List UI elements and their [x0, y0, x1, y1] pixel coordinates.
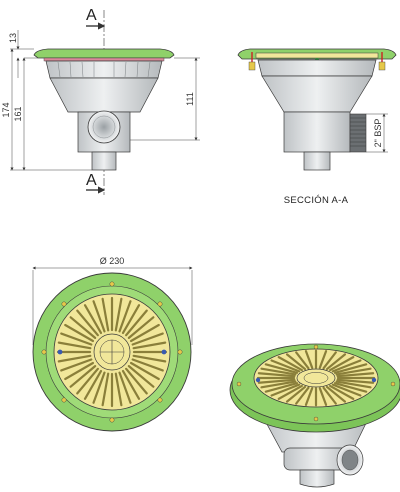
outlet-pipe-opening	[87, 110, 121, 144]
funnel-body	[49, 77, 159, 113]
grate-slot	[92, 300, 106, 333]
grate-slot	[336, 378, 375, 384]
grate-slot	[322, 351, 337, 370]
iso-grate-slots	[256, 349, 376, 407]
grate-slot	[331, 359, 362, 373]
ribbed-collar	[45, 60, 163, 79]
grate-slot	[101, 372, 110, 407]
grate-slot	[257, 378, 296, 384]
dim-total-height: 174	[1, 102, 11, 117]
grate-slot	[76, 309, 99, 337]
section-grate	[255, 52, 379, 59]
grate-slot	[83, 304, 103, 335]
section-body	[283, 111, 351, 153]
dim-diameter: Ø 230	[100, 256, 125, 266]
dim-flange-height: 13	[8, 33, 18, 43]
grate-slot	[64, 323, 95, 343]
grate-slot	[125, 367, 148, 395]
dim-thread-size: 2" BSP	[373, 119, 383, 148]
grate-slot	[127, 365, 155, 388]
grate-slot	[322, 386, 337, 405]
grate-slot	[325, 353, 347, 371]
grate-slot	[132, 354, 167, 363]
grate-slot	[335, 367, 372, 376]
grate-slot	[69, 365, 97, 388]
plan-view: Ø 230	[32, 256, 193, 432]
isometric-view	[229, 343, 400, 488]
grate-slot	[257, 372, 296, 378]
grate-slot	[270, 359, 301, 373]
grate-slot	[329, 384, 355, 400]
grate-slot	[277, 356, 303, 372]
grate-slot	[329, 356, 355, 372]
grate-slot	[331, 383, 362, 397]
grate-slot	[118, 300, 132, 333]
grate-slot	[131, 332, 164, 346]
grate-slot	[101, 297, 110, 332]
grate-slot	[121, 304, 141, 335]
grate-slot	[83, 369, 103, 400]
threaded-outlet	[349, 113, 367, 153]
grate-slot	[285, 385, 307, 403]
section-caption: SECCIÓN A-A	[284, 195, 349, 206]
grate-slot	[125, 309, 148, 337]
section-marker-top: A	[86, 7, 97, 24]
dim-body-height: 161	[13, 106, 23, 121]
grate-slot	[129, 323, 160, 343]
bottom-spigot	[91, 151, 117, 171]
grate-slot	[304, 387, 314, 406]
section-funnel	[261, 75, 373, 113]
grate-slot	[264, 363, 299, 374]
grate-slot	[118, 371, 132, 404]
grate-slot	[264, 382, 299, 393]
grate-slot	[92, 371, 106, 404]
grate-slot	[114, 297, 123, 332]
grate-slot	[335, 380, 372, 389]
flange-ring	[33, 48, 175, 59]
grate-slot	[132, 341, 167, 350]
grate-slot	[318, 350, 328, 369]
grate-slot	[131, 358, 164, 372]
grate-slot	[277, 384, 303, 400]
grate-slot	[333, 382, 368, 393]
grate-slot	[57, 341, 92, 350]
grate-slot	[260, 367, 297, 376]
front-elevation-view: A A	[1, 7, 200, 195]
grate-slot	[295, 386, 310, 405]
grate-slot	[295, 351, 310, 370]
dim-outlet-height: 111	[185, 92, 195, 106]
grate-slot	[60, 358, 93, 372]
grate-slot	[333, 363, 368, 374]
flange-screws	[41, 281, 183, 423]
section-marker-bottom: A	[86, 172, 97, 189]
grate-slot	[69, 316, 97, 339]
grate-slot	[260, 380, 297, 389]
grate-slot	[76, 367, 99, 395]
grate-slots	[56, 296, 168, 408]
section-view: 2" BSP SECCIÓN A-A	[237, 48, 397, 206]
grate-slot	[270, 383, 301, 397]
grate-slot	[325, 385, 347, 403]
grate-slot	[304, 350, 314, 369]
grate-slot	[57, 354, 92, 363]
grate-slot	[285, 353, 307, 371]
gasket	[43, 57, 165, 62]
grate-slot	[129, 361, 160, 381]
grate-slot	[336, 372, 375, 378]
grate-slot	[127, 316, 155, 339]
grate-slot	[121, 369, 141, 400]
grate-slot	[114, 372, 123, 407]
grate-slot	[60, 332, 93, 346]
grate-slot	[64, 361, 95, 381]
grate-slot	[318, 387, 328, 406]
